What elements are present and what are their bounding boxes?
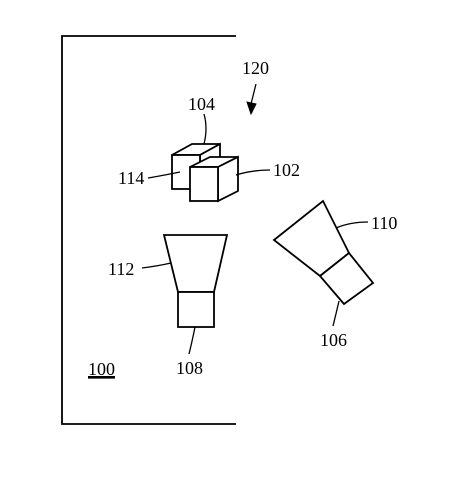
leader-112 xyxy=(141,262,172,269)
label-cone-left: 112 xyxy=(108,259,134,279)
leader-114 xyxy=(147,171,181,179)
label-sensor-right: 106 xyxy=(320,330,347,350)
label-system: 100 xyxy=(88,359,115,379)
label-box-back: 104 xyxy=(188,94,215,114)
cube-front xyxy=(189,155,239,203)
label-box-left: 114 xyxy=(118,168,144,188)
leader-102 xyxy=(235,169,271,176)
leader-110 xyxy=(335,221,369,229)
label-cone-right: 110 xyxy=(371,213,397,233)
leader-104 xyxy=(203,113,207,145)
direction-arrow xyxy=(246,83,257,116)
sensor-bottom xyxy=(162,234,229,328)
leader-108 xyxy=(188,326,196,355)
label-arrow: 120 xyxy=(242,58,269,78)
sensor-right xyxy=(272,199,375,306)
label-sensor-bottom: 108 xyxy=(176,358,203,378)
label-box-front: 102 xyxy=(273,160,300,180)
enclosure-outline xyxy=(61,35,236,425)
leader-106 xyxy=(332,300,340,327)
